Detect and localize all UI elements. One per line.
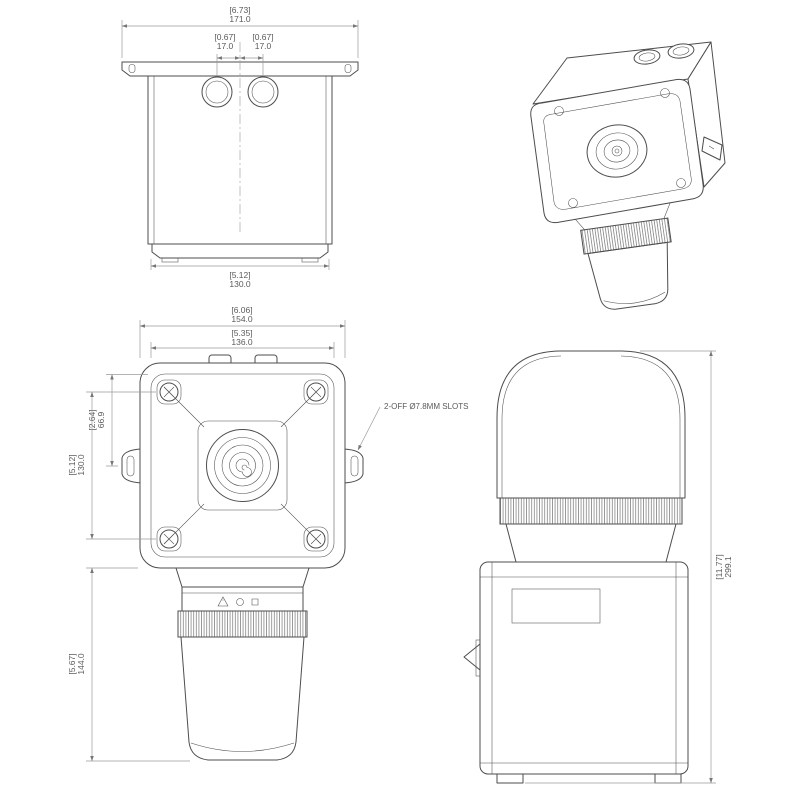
isometric-view [530, 41, 726, 310]
iso-screw [568, 198, 578, 208]
side-bracket-lug [463, 643, 481, 671]
dim-base-width-mm: 130.0 [229, 279, 251, 289]
dim-flange-width-in: [6.73] [229, 5, 250, 15]
iso-bell [587, 241, 669, 310]
iso-horn-spiral [614, 148, 620, 154]
iso-bell-mouth [603, 291, 666, 304]
slots-note: 2-OFF Ø7.8MM SLOTS [384, 402, 468, 411]
cable-gland-right [247, 76, 279, 108]
side-enclosure [479, 561, 689, 775]
note-leader-line [357, 406, 381, 451]
dim-inner-width-mm: 136.0 [231, 337, 253, 347]
iso-cable-glands [633, 43, 695, 65]
dim-base-width-in: [5.12] [229, 270, 250, 280]
dim-fixing-centres-in: [5.12] [67, 454, 77, 475]
base-plate [151, 243, 329, 259]
dim-overall-width-in: [6.06] [231, 305, 252, 315]
plan-frustum-diagonals [163, 386, 322, 545]
iso-horn-throat [611, 145, 623, 157]
screw-icon [306, 382, 326, 402]
iso-lug-slot [708, 145, 715, 150]
certification-mark-icon [236, 598, 244, 606]
base-foot-right [301, 257, 319, 263]
dim-gland-right-in: [0.67] [252, 32, 273, 42]
horn-throat-spiral-icon [235, 458, 252, 477]
dim-body-height-mm: 144.0 [76, 653, 86, 675]
dim-inner-width-in: [5.35] [231, 328, 252, 338]
side-view: [11.77] 299.1 [463, 350, 733, 784]
plan-slot-right [350, 455, 359, 477]
screw-pad [156, 526, 182, 552]
iso-horn-ring-inner [603, 139, 631, 163]
plan-view: [6.06] 154.0 [5.35] 136.0 [2.64] 66.9 [5… [67, 305, 468, 762]
ext-lines-base-width [150, 259, 330, 270]
iso-gland-1 [633, 49, 661, 65]
plan-knurled-ring [177, 610, 308, 638]
screw-icon [159, 529, 179, 549]
front-view: [6.73] 171.0 [0.67] 17.0 [0.67] 17.0 [5.… [121, 5, 359, 289]
side-dome-inner-line [501, 355, 681, 498]
dim-gland-right-mm: 17.0 [255, 41, 272, 51]
horn-ring-1 [206, 429, 279, 502]
cable-gland-left-inner [205, 80, 229, 104]
horn-ring-3 [221, 444, 264, 487]
warning-triangle-icon [217, 596, 229, 607]
dim-overall-height-mm: 299.1 [723, 556, 733, 578]
dim-overall-height-in: [11.77] [714, 554, 724, 579]
side-enclosure-lines [480, 562, 688, 774]
dim-slot-offset-mm: 66.9 [96, 411, 106, 428]
side-throat [505, 523, 677, 563]
iso-screw [660, 88, 670, 98]
plan-neck [181, 586, 304, 612]
iso-gland-1-inner [638, 52, 656, 62]
horn-ring-2 [214, 437, 271, 494]
screw-icon [306, 529, 326, 549]
ext-lines-overall-height [525, 350, 716, 784]
iso-horn-ring-mid [595, 132, 639, 170]
iso-front-face [530, 78, 704, 224]
plan-ear-left [121, 448, 142, 484]
screw-pad [156, 379, 182, 405]
screw-icon [159, 382, 179, 402]
iso-horn-ring-outer [586, 124, 648, 178]
plan-shoulder [175, 567, 310, 588]
iso-horn [570, 196, 674, 310]
side-label-recess [511, 588, 601, 624]
screw-pad [303, 379, 329, 405]
dim-gland-left-mm: 17.0 [217, 41, 234, 51]
plan-slot-left [126, 455, 135, 477]
side-foot-right [654, 773, 682, 784]
dim-overall-width-mm: 154.0 [231, 314, 253, 324]
plan-frustum-square [197, 420, 288, 511]
certification-square-icon [251, 598, 259, 606]
iso-mounting-lug [701, 136, 723, 161]
ext-lines-body-height [86, 567, 190, 762]
cable-gland-left [201, 76, 233, 108]
plan-ear-right [343, 448, 364, 484]
dim-fixing-centres-mm: 130.0 [76, 454, 86, 476]
plan-bell [180, 636, 305, 761]
plan-inner-square [150, 373, 335, 558]
flange-slot-right [344, 64, 352, 73]
horn-ring-4 [229, 452, 256, 479]
ext-lines-inner-width [150, 342, 335, 358]
ext-lines-fixing-centres [86, 391, 156, 540]
dim-gland-left-in: [0.67] [214, 32, 235, 42]
flange-slot-left [128, 64, 136, 73]
side-foot-left [496, 773, 524, 784]
iso-gland-2 [667, 43, 695, 59]
iso-screw [676, 178, 686, 188]
side-knurled-ring [499, 497, 683, 525]
side-dome [496, 350, 686, 499]
iso-gland-2-inner [672, 46, 690, 56]
dim-flange-width-mm: 171.0 [229, 14, 251, 24]
screw-pad [303, 526, 329, 552]
enclosure-wall-lines [153, 76, 327, 244]
iso-screw [554, 106, 564, 116]
iso-front-inner-frame [543, 93, 692, 210]
cable-gland-right-inner [251, 80, 275, 104]
dim-body-height-in: [5.67] [67, 653, 77, 674]
base-foot-left [161, 257, 179, 263]
plan-bell-inner-line [190, 742, 295, 752]
